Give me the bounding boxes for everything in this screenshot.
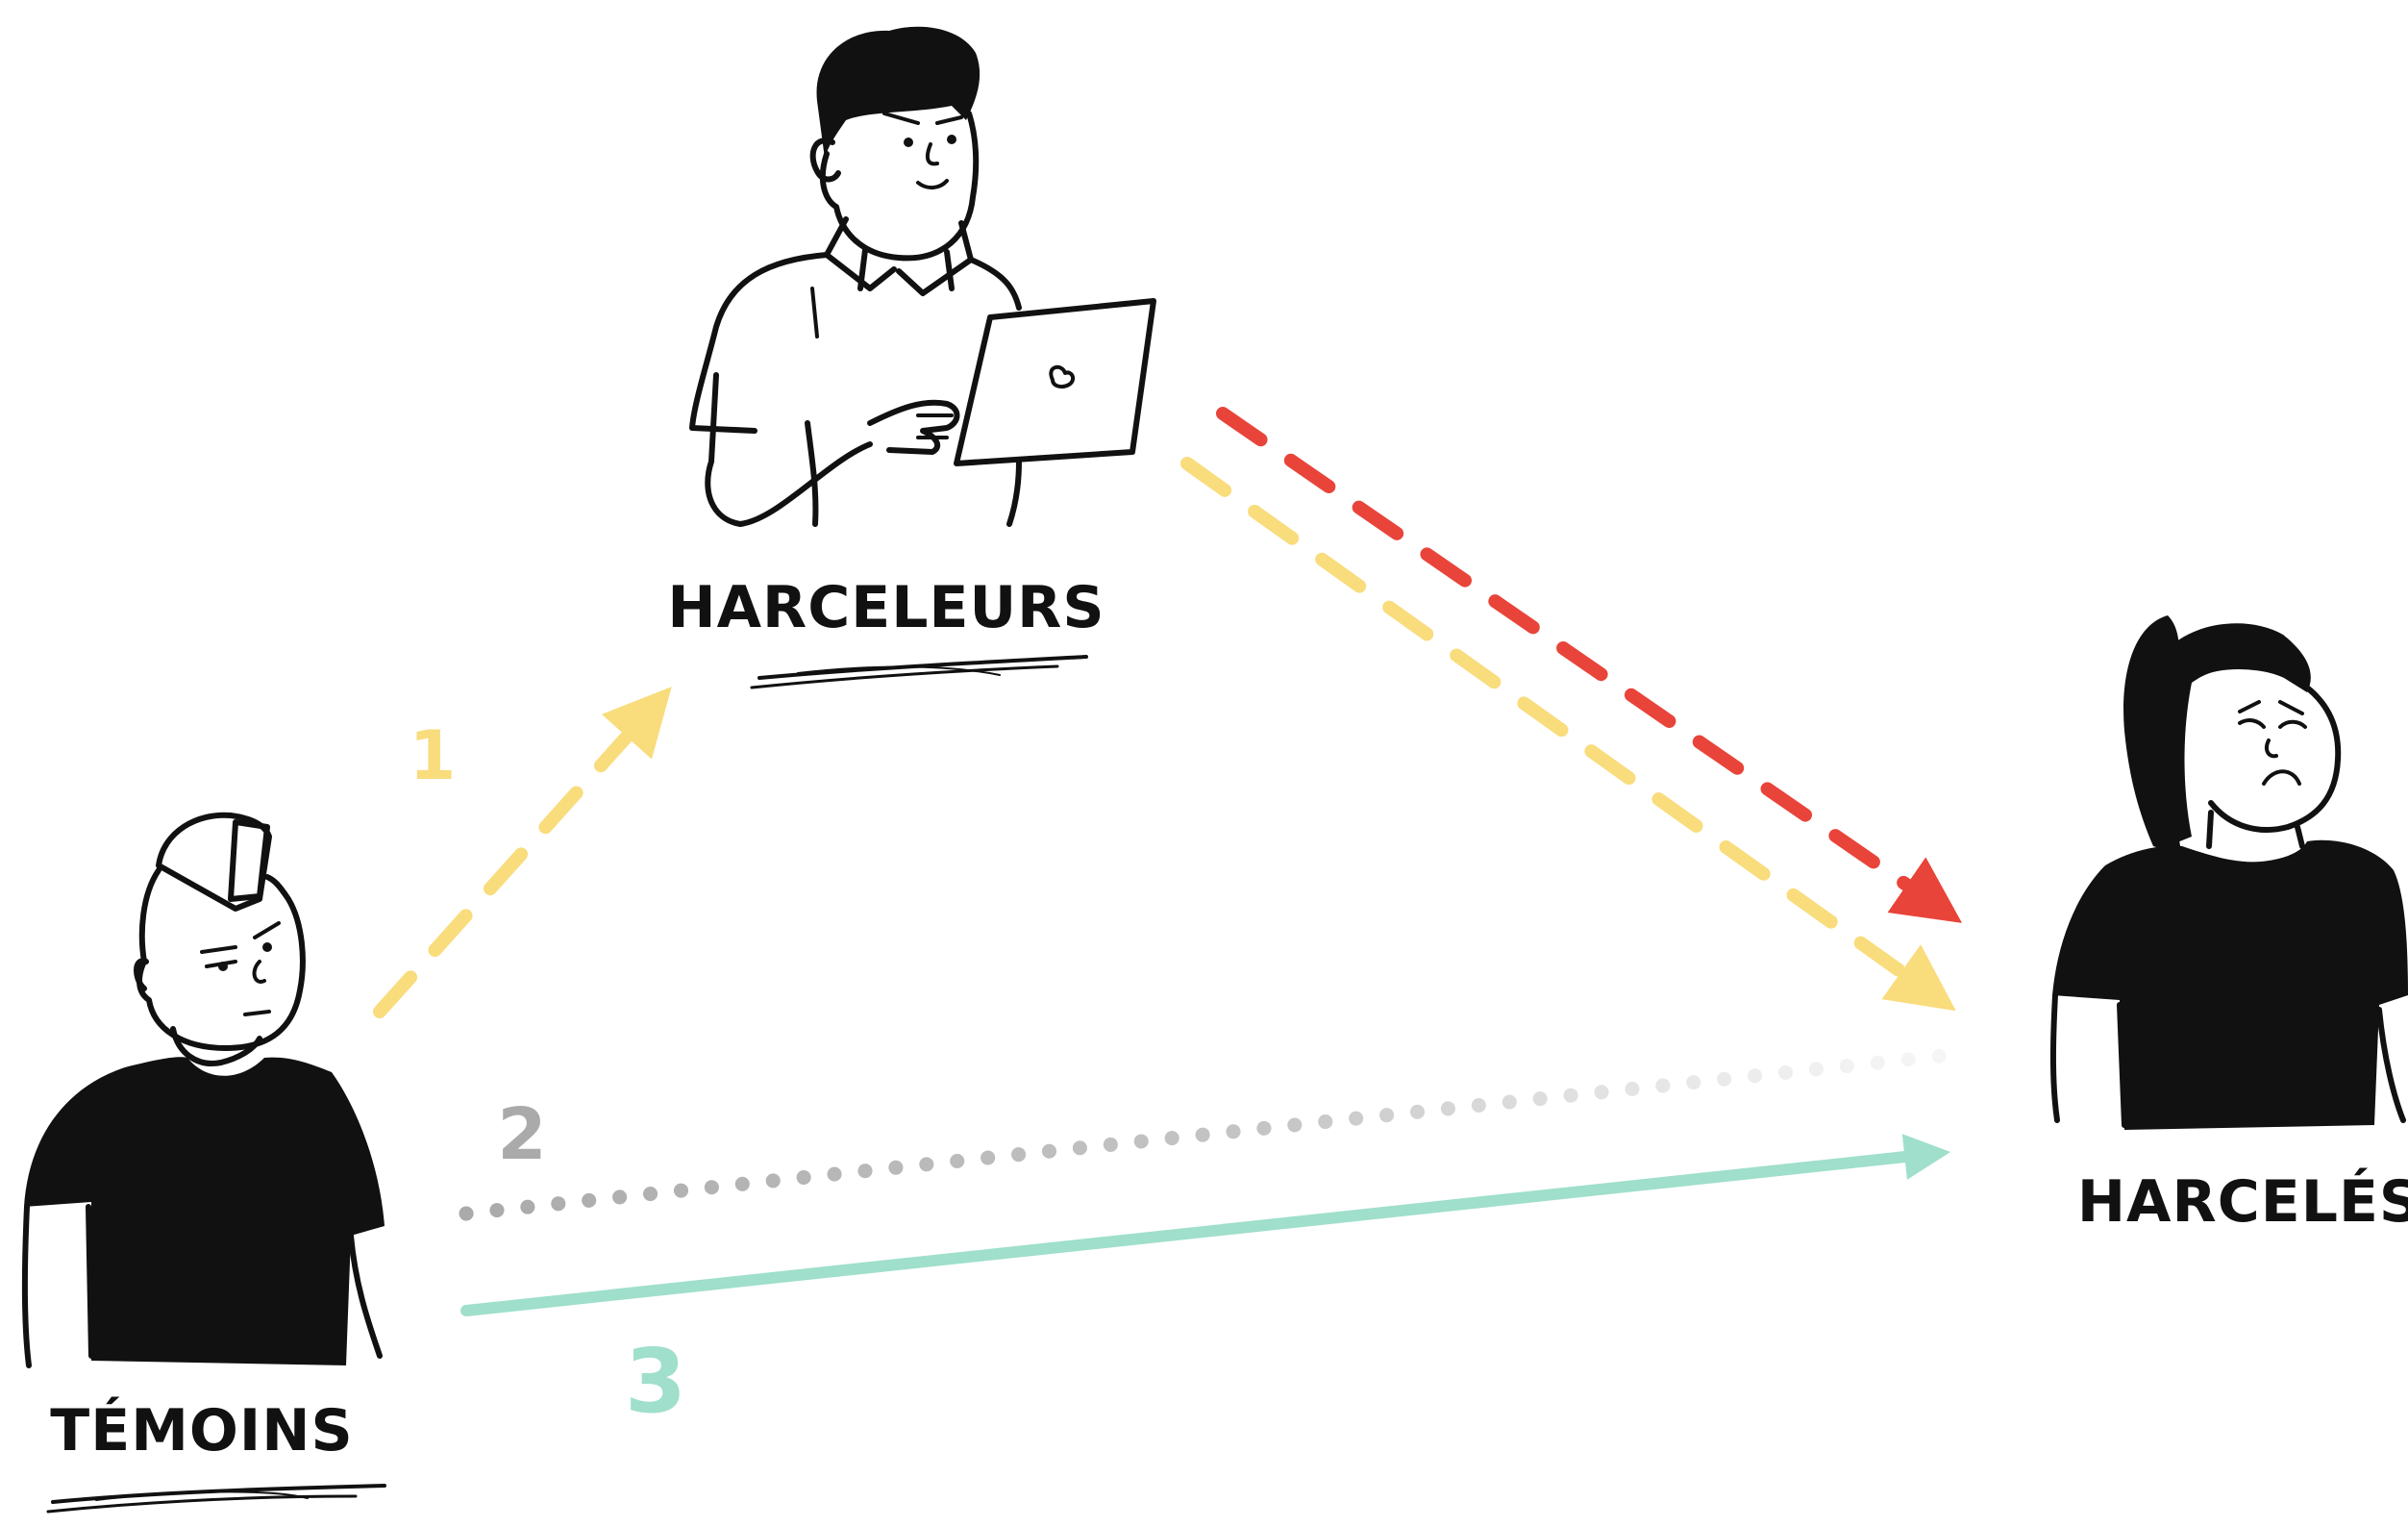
harceleurs-hair-icon — [816, 26, 981, 160]
temoins-label: TÉMOINS — [50, 1395, 353, 1464]
harceles-shirt-icon — [2052, 839, 2408, 1130]
arrow-harceleurs-to-harceles-yellow — [1180, 457, 1956, 1012]
arrow-1-temoins-to-harceleurs — [373, 687, 672, 1018]
step-number-3: 3 — [625, 1330, 686, 1433]
arrow-3-temoins-to-harceles-solid — [460, 1134, 1951, 1316]
harceleurs-underline — [750, 655, 1088, 689]
step-number-2: 2 — [497, 1093, 547, 1176]
temoins-shirt-icon — [24, 1057, 385, 1365]
harceleurs-illustration — [689, 26, 1156, 527]
harceles-label: HARCELÉS — [2077, 1166, 2408, 1236]
harceleurs-label: HARCELEURS — [667, 574, 1105, 641]
harceleurs-laptop-icon — [954, 298, 1156, 466]
temoins-underline — [46, 1484, 386, 1514]
temoins-illustration — [21, 812, 385, 1368]
arrow-harceleurs-to-harceles-red — [1216, 407, 1963, 923]
arrow-2-temoins-to-harceles-dotted — [459, 1048, 1949, 1221]
step-number-1: 1 — [410, 716, 457, 795]
harceles-illustration — [2049, 615, 2408, 1130]
